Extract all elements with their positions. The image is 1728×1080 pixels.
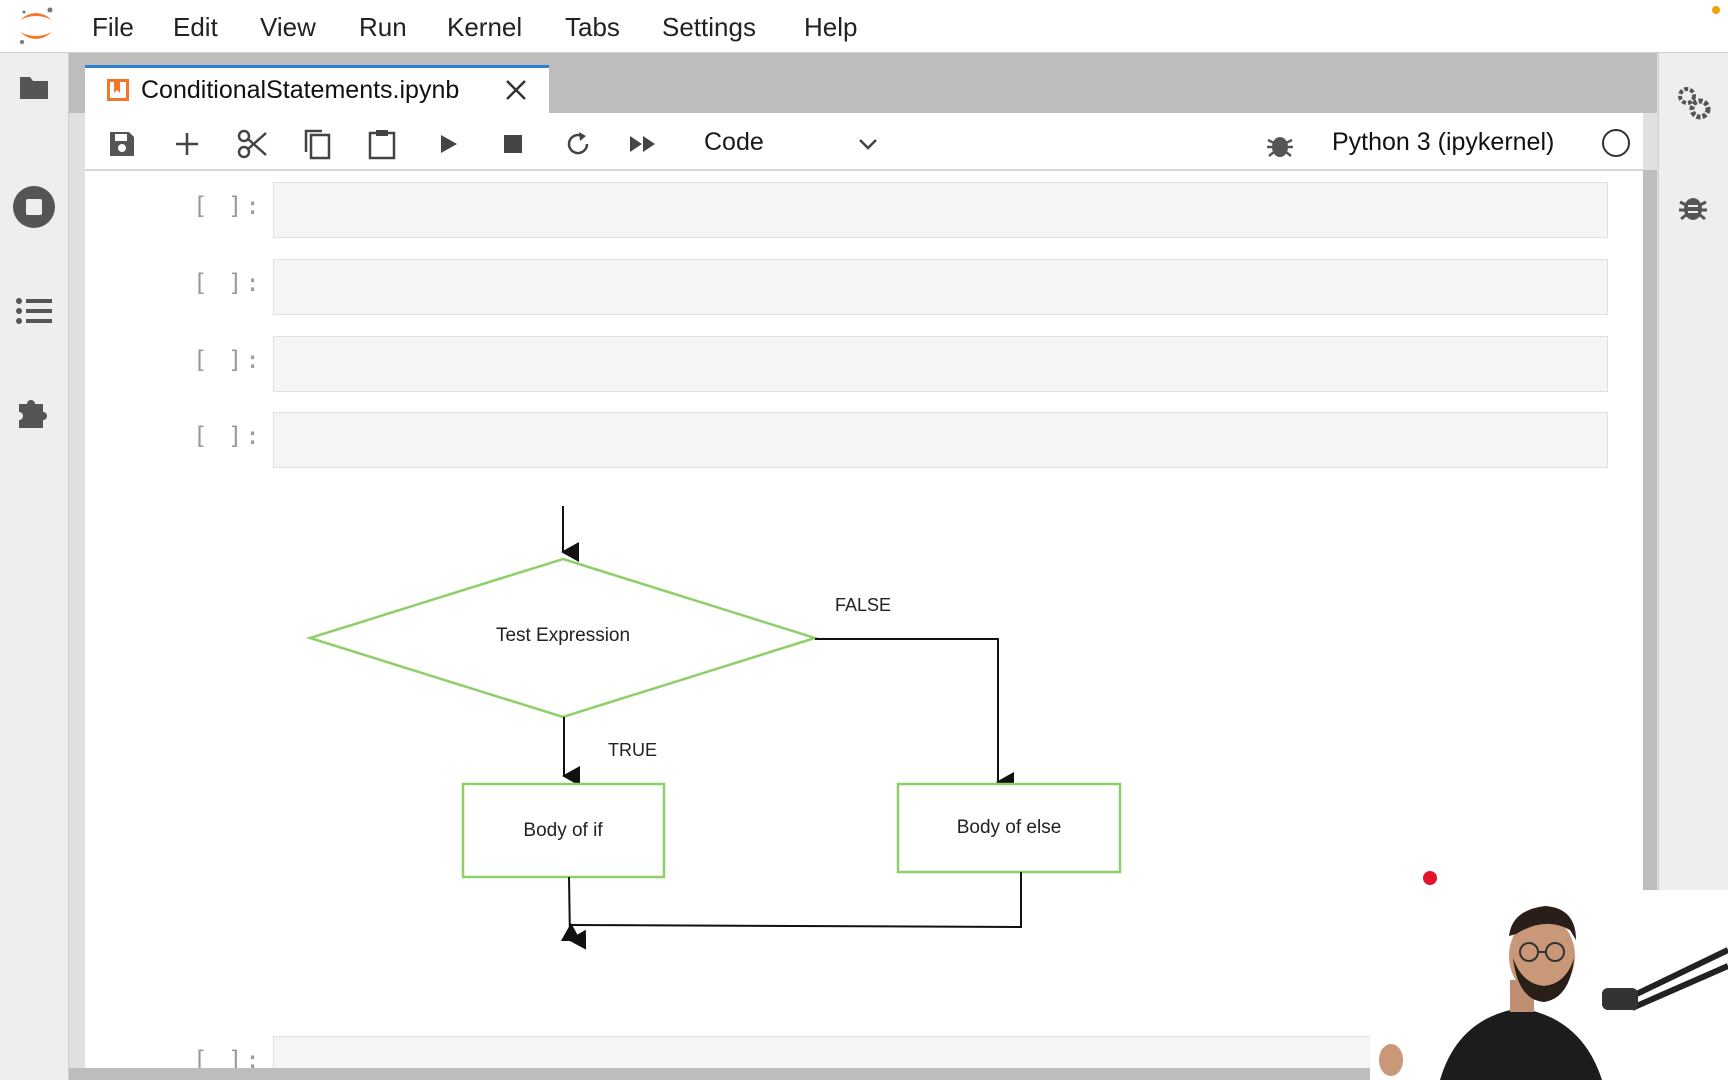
menu-settings[interactable]: Settings [662,12,756,42]
cell-input[interactable] [273,412,1608,468]
body-of-if-box [461,782,666,879]
recording-dot [1423,871,1437,885]
kernel-status-circle-icon [1602,129,1630,157]
stop-circle-icon[interactable] [12,185,56,229]
menu-tabs[interactable]: Tabs [565,12,620,42]
false-label: FALSE [835,595,891,615]
cell-input[interactable] [273,336,1608,392]
menu-file[interactable]: File [92,12,134,42]
left-sidebar [0,53,69,1080]
menu-help[interactable]: Help [804,12,858,42]
body-of-else-label: Body of else [957,817,1062,838]
flowchart-image: Test Expression FALSE TRUE Body of if Bo… [305,506,1122,950]
notebook-icon [107,79,129,101]
jupyter-logo-icon [20,7,53,44]
restart-icon[interactable] [560,126,596,162]
tab-title[interactable]: ConditionalStatements.ipynb [141,76,460,104]
folder-icon[interactable] [12,65,56,109]
tab-notebook[interactable] [85,65,549,113]
gears-icon[interactable] [1671,81,1715,125]
cell-input[interactable] [273,259,1608,315]
cell-prompt: [ ]: [193,422,263,450]
cell-prompt: [ ]: [193,192,263,220]
true-label: TRUE [608,740,657,760]
menu-view[interactable]: View [260,12,316,42]
kernel-name[interactable]: Python 3 (ipykernel) [1332,128,1555,156]
debugger-bug-icon[interactable] [1262,127,1298,163]
cell-type-select[interactable]: Code [700,126,880,162]
cell-type-label: Code [704,128,764,156]
exit-arrow [568,876,587,950]
notification-dot [1712,6,1720,14]
add-icon[interactable] [169,126,205,162]
menu-kernel[interactable]: Kernel [447,12,523,42]
scrollbar-track[interactable] [1643,170,1657,1068]
test-expression-label: Test Expression [496,625,630,646]
paste-icon[interactable] [364,126,400,162]
cell-prompt: [ ]: [193,1046,263,1068]
bottom-border [69,1068,1657,1080]
bug-icon[interactable] [1671,185,1715,229]
code-cell: [ ]: [85,249,1643,319]
notebook-toolbar [85,113,1643,171]
run-icon[interactable] [430,126,466,162]
code-cell: [ ]: [85,326,1643,396]
fast-forward-icon[interactable] [625,126,661,162]
puzzle-icon[interactable] [12,391,56,435]
cut-icon[interactable] [234,126,270,162]
code-cell: [ ]: [85,402,1643,472]
menu-run[interactable]: Run [359,12,407,42]
cell-input[interactable] [273,182,1608,238]
else-merge-arrow [560,872,1022,942]
cell-prompt: [ ]: [193,346,263,374]
cell-prompt: [ ]: [193,269,263,297]
body-of-if-label: Body of if [523,820,603,841]
body-of-else-box [896,782,1122,874]
chevron-down-icon [859,139,877,150]
code-cell: [ ]: [85,172,1643,242]
save-icon[interactable] [104,126,140,162]
menu-edit[interactable]: Edit [173,12,218,42]
webcam-presenter-image [1370,890,1728,1080]
close-icon[interactable] [503,77,529,103]
stop-icon[interactable] [495,126,531,162]
list-icon[interactable] [12,289,56,333]
copy-icon[interactable] [299,126,335,162]
menu-bar: File Edit View Run Kernel Tabs Settings … [0,0,1728,53]
false-arrow [815,638,1014,792]
